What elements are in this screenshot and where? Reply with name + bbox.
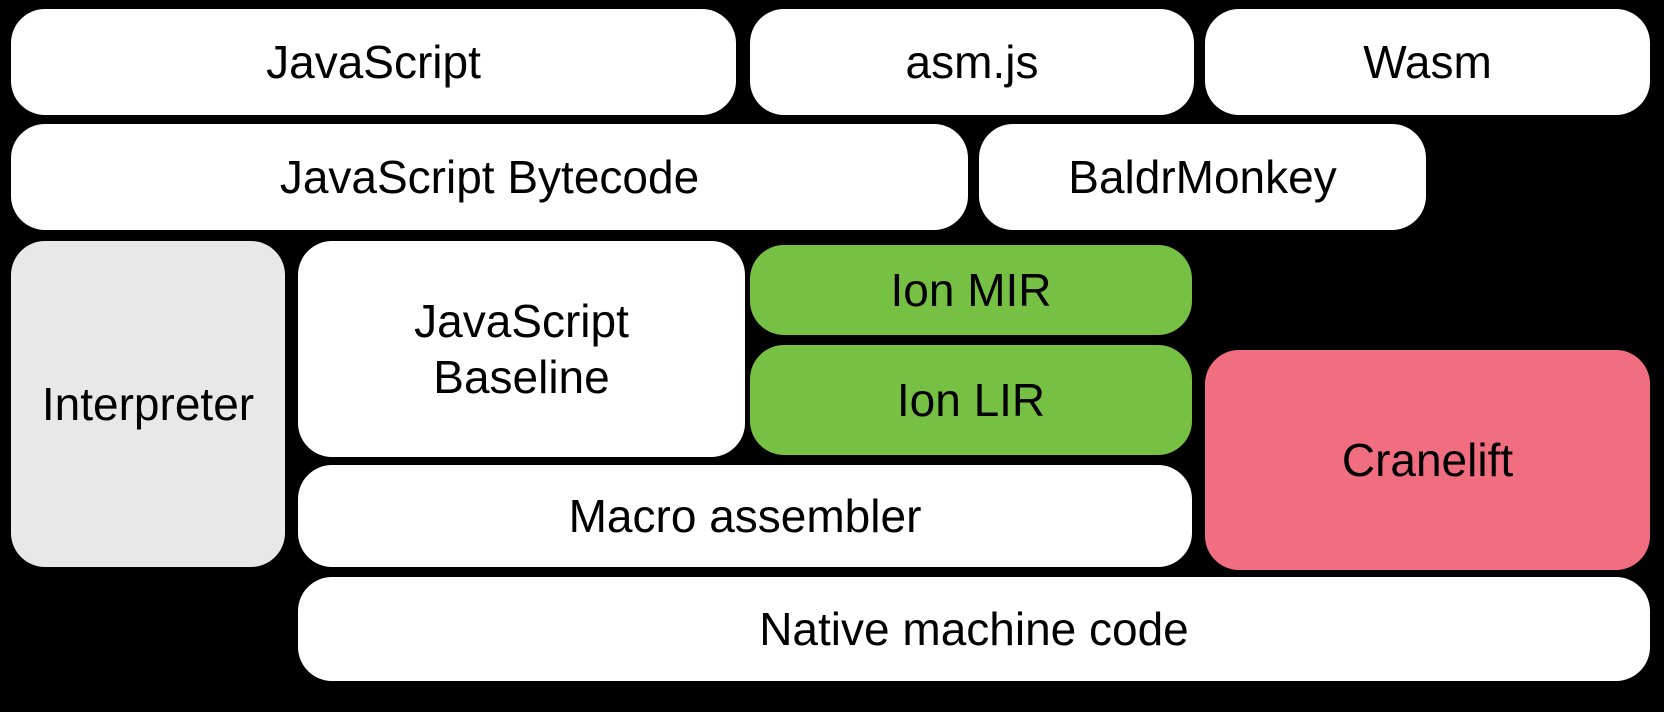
- box-baldrmonkey: BaldrMonkey: [979, 124, 1426, 230]
- box-wasm: Wasm: [1205, 9, 1650, 115]
- box-cranelift-label: Cranelift: [1341, 433, 1514, 486]
- box-ion-lir-label: Ion LIR: [896, 373, 1046, 426]
- box-javascript-bytecode: JavaScript Bytecode: [11, 124, 968, 230]
- box-ion-mir: Ion MIR: [750, 245, 1192, 335]
- box-javascript-baseline-label-line-0: JavaScript: [414, 294, 629, 347]
- box-asmjs: asm.js: [750, 9, 1194, 115]
- box-baldrmonkey-label: BaldrMonkey: [1068, 150, 1337, 203]
- box-javascript-bytecode-label: JavaScript Bytecode: [279, 150, 700, 203]
- box-cranelift: Cranelift: [1205, 350, 1650, 570]
- box-interpreter: Interpreter: [11, 241, 285, 567]
- box-wasm-label: Wasm: [1363, 35, 1492, 88]
- box-asmjs-label: asm.js: [905, 35, 1039, 88]
- box-interpreter-label: Interpreter: [41, 377, 255, 430]
- box-native-machine-code-label: Native machine code: [759, 602, 1189, 655]
- box-macro-assembler-label: Macro assembler: [568, 489, 922, 542]
- box-javascript: JavaScript: [11, 9, 736, 115]
- box-javascript-baseline-label-line-1: Baseline: [433, 351, 610, 403]
- box-ion-lir: Ion LIR: [750, 345, 1192, 455]
- box-ion-mir-label: Ion MIR: [890, 263, 1052, 316]
- box-javascript-label: JavaScript: [266, 35, 481, 88]
- box-native-machine-code: Native machine code: [298, 577, 1650, 681]
- box-macro-assembler: Macro assembler: [298, 465, 1192, 567]
